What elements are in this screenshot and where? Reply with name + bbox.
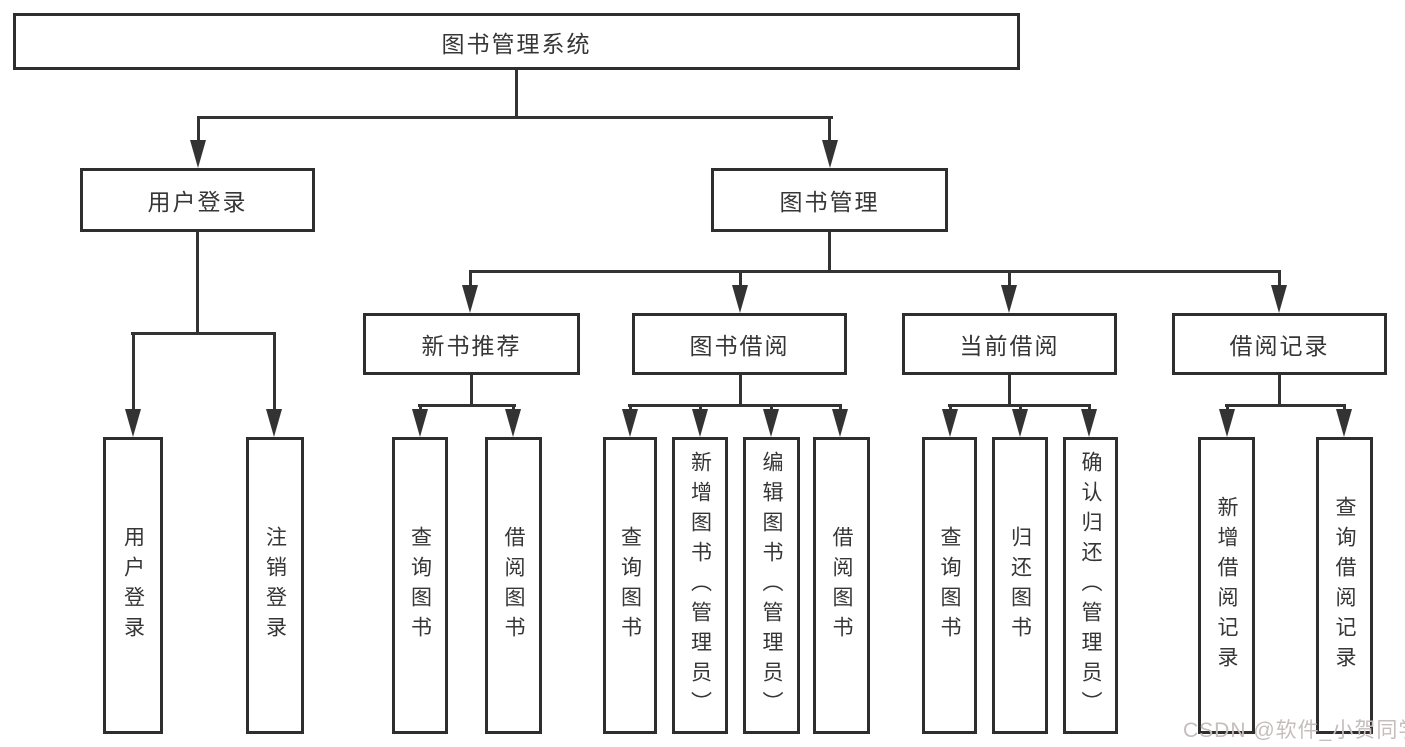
leaf-query-book: 查询图书	[603, 437, 657, 734]
arrow-down-icon	[1219, 409, 1235, 437]
node-book-management: 图书管理	[711, 168, 948, 232]
connector-line	[469, 270, 1281, 273]
leaf-confirm-return-admin: 确认归还（管理员）	[1063, 437, 1118, 734]
connector-line	[515, 70, 518, 118]
node-new-book-recommend: 新书推荐	[363, 313, 580, 375]
connector-line	[1225, 404, 1346, 407]
arrow-down-icon	[505, 409, 521, 437]
leaf-query-borrow-record: 查询借阅记录	[1316, 437, 1373, 734]
connector-line	[273, 332, 276, 412]
leaf-query-book: 查询图书	[392, 437, 448, 734]
connector-line	[470, 374, 473, 407]
arrow-down-icon	[190, 140, 206, 168]
connector-line	[1008, 374, 1011, 407]
leaf-add-book-admin: 新增图书（管理员）	[672, 437, 728, 734]
arrow-down-icon	[1271, 285, 1287, 313]
connector-line	[132, 332, 135, 412]
node-library-system: 图书管理系统	[13, 13, 1020, 70]
arrow-down-icon	[1081, 409, 1097, 437]
connector-line	[1278, 270, 1281, 288]
leaf-borrow-book: 借阅图书	[485, 437, 542, 734]
connector-line	[197, 116, 833, 119]
arrow-down-icon	[462, 285, 478, 313]
arrow-down-icon	[412, 409, 428, 437]
leaf-return-book: 归还图书	[992, 437, 1048, 734]
leaf-logout: 注销登录	[246, 437, 304, 734]
arrow-down-icon	[266, 409, 282, 437]
arrow-down-icon	[822, 140, 838, 168]
arrow-down-icon	[732, 285, 748, 313]
connector-line	[628, 404, 842, 407]
arrow-down-icon	[692, 409, 708, 437]
connector-line	[197, 116, 200, 144]
arrow-down-icon	[942, 409, 958, 437]
connector-line	[1278, 374, 1281, 407]
connector-line	[1008, 270, 1011, 288]
leaf-user-login: 用户登录	[103, 437, 163, 734]
arrow-down-icon	[622, 409, 638, 437]
arrow-down-icon	[1012, 409, 1028, 437]
arrow-down-icon	[1336, 409, 1352, 437]
node-user-login: 用户登录	[80, 168, 315, 232]
connector-line	[739, 270, 742, 288]
connector-line	[469, 270, 472, 288]
connector-line	[131, 332, 276, 335]
node-current-borrow: 当前借阅	[902, 313, 1117, 375]
connector-line	[739, 374, 742, 407]
leaf-borrow-book: 借阅图书	[813, 437, 870, 734]
arrow-down-icon	[125, 409, 141, 437]
connector-line	[828, 116, 831, 144]
arrow-down-icon	[832, 409, 848, 437]
node-borrow-records: 借阅记录	[1172, 313, 1387, 375]
connector-line	[418, 404, 516, 407]
arrow-down-icon	[1001, 285, 1017, 313]
leaf-query-book: 查询图书	[922, 437, 977, 734]
node-book-borrow: 图书借阅	[632, 313, 847, 375]
connector-line	[828, 232, 831, 272]
leaf-edit-book-admin: 编辑图书（管理员）	[743, 437, 800, 734]
arrow-down-icon	[763, 409, 779, 437]
connector-line	[196, 232, 199, 335]
leaf-add-borrow-record: 新增借阅记录	[1198, 437, 1255, 734]
watermark: CSDN @软件_小贺同学	[1183, 719, 1405, 742]
